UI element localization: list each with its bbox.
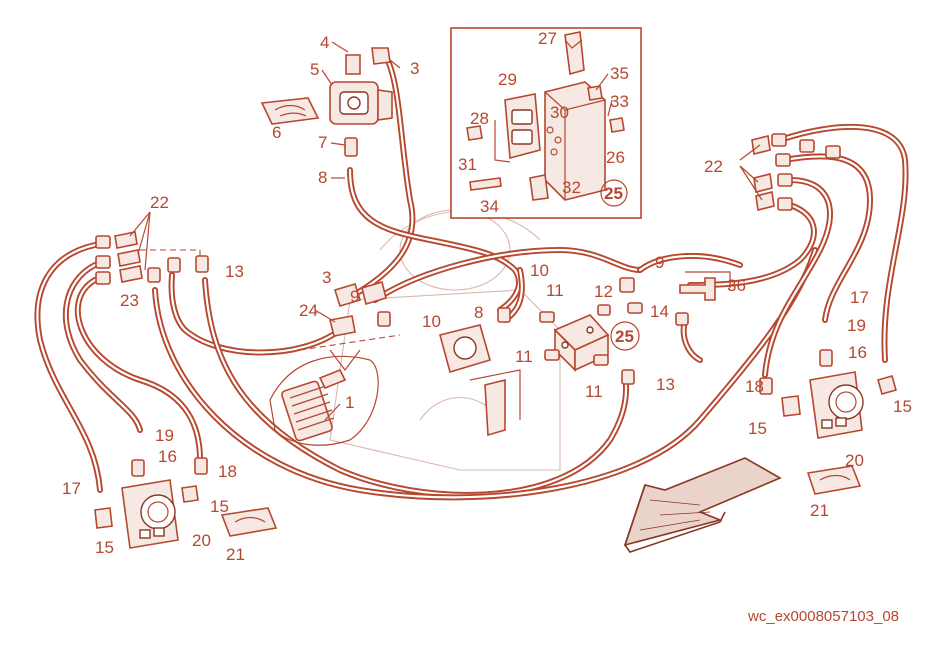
callout-15: 15 (95, 538, 114, 557)
return-filter (269, 355, 379, 446)
callout-3: 3 (410, 59, 419, 78)
callout-29: 29 (498, 70, 517, 89)
gasket-kit-6 (260, 97, 320, 125)
callout-17: 17 (62, 479, 81, 498)
reference-code: wc_ex0008057103_08 (748, 608, 899, 625)
callout-7: 7 (318, 133, 327, 152)
valve-callout-circle (610, 321, 640, 351)
callout-24: 24 (299, 301, 318, 320)
callout-5: 5 (310, 60, 319, 79)
right-drive-motor (809, 371, 864, 439)
callout-6: 6 (272, 123, 281, 142)
callout-21: 21 (810, 501, 829, 520)
gear-pump (329, 81, 393, 125)
callout-22: 22 (704, 157, 723, 176)
callout-13: 13 (656, 375, 675, 394)
right-motor-fittings (759, 349, 897, 417)
center-fittings (299, 277, 635, 385)
callout-36: 36 (727, 276, 746, 295)
valve-detail-inset (450, 27, 642, 219)
elbow-fitting-top (345, 47, 391, 75)
callout-34: 34 (480, 197, 499, 216)
callout-14: 14 (650, 302, 669, 321)
callout-leaders (129, 39, 763, 421)
callout-15: 15 (748, 419, 767, 438)
callout-8: 8 (474, 303, 483, 322)
callout-21: 21 (226, 545, 245, 564)
callout-17: 17 (850, 288, 869, 307)
callout-4: 4 (320, 33, 329, 52)
callout-15: 15 (210, 497, 229, 516)
callout-13: 13 (225, 262, 244, 281)
callout-23: 23 (120, 291, 139, 310)
callout-26: 26 (606, 148, 625, 167)
gasket-kit-21-left (220, 507, 278, 537)
left-drive-motor (121, 479, 179, 549)
callout-32: 32 (562, 178, 581, 197)
callout-20: 20 (845, 451, 864, 470)
callout-1: 1 (345, 393, 354, 412)
callout-15: 15 (893, 397, 912, 416)
callout-20: 20 (192, 531, 211, 550)
callout-18: 18 (745, 377, 764, 396)
callout-11: 11 (515, 347, 533, 366)
inset-number-label: 25 (604, 184, 623, 203)
callout-10: 10 (422, 312, 441, 331)
callout-22: 22 (150, 193, 169, 212)
hose-fittings-left (95, 231, 209, 285)
callout-10: 10 (530, 261, 549, 280)
callout-19: 19 (847, 316, 866, 335)
callout-18: 18 (218, 462, 237, 481)
callout-35: 35 (610, 64, 629, 83)
left-motor-fittings (94, 457, 208, 529)
callout-9: 9 (655, 253, 664, 272)
callout-28: 28 (470, 109, 489, 128)
callout-3: 3 (322, 268, 331, 287)
control-valve-block (553, 314, 610, 372)
valve-fittings (539, 302, 643, 366)
callout-31: 31 (458, 155, 477, 174)
callout-11: 11 (585, 382, 603, 401)
callout-8: 8 (318, 168, 327, 187)
tee-fitting-36 (675, 271, 731, 326)
callout-25: 25 (615, 327, 634, 346)
callout-16: 16 (158, 447, 177, 466)
valve-bracket (439, 324, 521, 437)
hose-fittings-right (751, 133, 841, 211)
gasket-kit-21-right (806, 465, 862, 495)
callout-16: 16 (848, 343, 867, 362)
callout-27: 27 (538, 29, 557, 48)
callout-19: 19 (155, 426, 174, 445)
callout-12: 12 (594, 282, 613, 301)
callout-labels: 1 3 3 4 5 6 7 8 8 9 9 10 10 11 11 11 12 … (62, 29, 912, 564)
direction-arrow (623, 457, 782, 553)
callout-33: 33 (610, 92, 629, 111)
callout-30: 30 (550, 103, 569, 122)
pump-nipple-7 (344, 137, 358, 157)
callout-11: 11 (546, 281, 564, 300)
callout-9: 9 (350, 287, 359, 306)
